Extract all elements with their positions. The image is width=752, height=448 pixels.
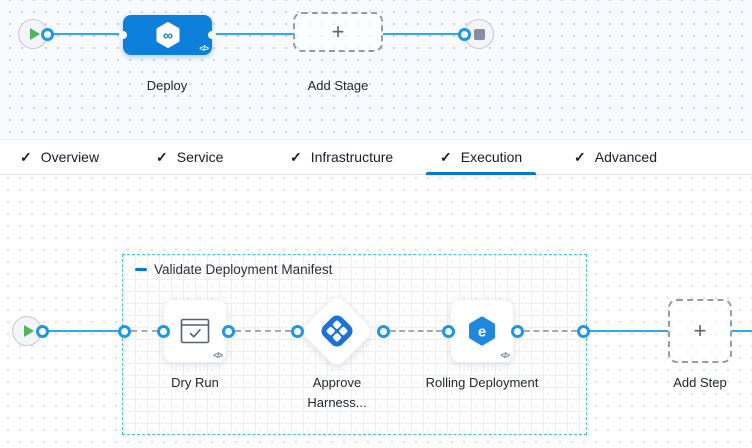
add-step-label: Add Step	[650, 373, 750, 393]
connector-ring[interactable]	[291, 325, 304, 338]
connector-ring[interactable]	[377, 325, 390, 338]
stop-icon	[474, 29, 485, 40]
yaml-code-icon[interactable]: </>	[213, 351, 222, 360]
tab-service[interactable]: ✓ Service	[142, 140, 237, 174]
dashed-connector-line	[235, 330, 291, 332]
stage-label: Deploy	[117, 76, 217, 96]
dashed-connector-line	[390, 330, 442, 332]
connector-line	[383, 33, 464, 35]
tab-infrastructure[interactable]: ✓ Infrastructure	[276, 140, 407, 174]
connector-line	[212, 33, 293, 35]
connector-line	[42, 330, 124, 332]
step-label: Dry Run	[145, 373, 245, 393]
connector-ring[interactable]	[41, 28, 54, 41]
yaml-code-icon[interactable]: </>	[199, 44, 208, 53]
connector-ring[interactable]	[458, 28, 471, 41]
svg-text:e: e	[478, 324, 486, 341]
add-stage-button[interactable]: +	[293, 12, 383, 52]
yaml-code-icon[interactable]: </>	[500, 351, 509, 360]
play-icon	[24, 325, 34, 337]
step-group-header[interactable]: Validate Deployment Manifest	[135, 262, 332, 277]
harness-approval-icon	[316, 310, 358, 352]
edge-connector-dot[interactable]	[119, 31, 127, 39]
check-icon: ✓	[20, 149, 32, 166]
tab-label: Service	[177, 149, 224, 165]
connector-ring[interactable]	[222, 325, 235, 338]
plus-icon: +	[694, 320, 707, 342]
tab-label: Advanced	[595, 149, 657, 165]
svg-text:∞: ∞	[163, 27, 173, 43]
connector-line	[732, 330, 752, 332]
execution-canvas: Validate Deployment Manifest </>	[0, 176, 752, 448]
step-label: Rolling Deployment	[422, 373, 542, 393]
connector-ring[interactable]	[511, 325, 524, 338]
connector-ring[interactable]	[577, 325, 590, 338]
plus-icon: +	[332, 21, 345, 43]
tab-label: Infrastructure	[311, 149, 393, 165]
add-stage-label: Add Stage	[288, 76, 388, 96]
tab-advanced[interactable]: ✓ Advanced	[560, 140, 671, 174]
check-icon: ✓	[290, 149, 302, 166]
add-step-button[interactable]: +	[668, 299, 732, 363]
check-icon: ✓	[440, 149, 452, 166]
dashed-connector-line	[524, 330, 577, 332]
connector-line	[589, 330, 668, 332]
connector-ring[interactable]	[157, 325, 170, 338]
collapse-group-icon[interactable]	[135, 268, 147, 271]
play-icon	[30, 28, 40, 40]
tab-execution[interactable]: ✓ Execution	[426, 140, 536, 174]
tab-label: Execution	[461, 149, 522, 165]
rolling-deployment-icon: e	[467, 316, 497, 346]
connector-line	[47, 33, 123, 35]
tab-label: Overview	[41, 149, 99, 165]
dry-run-window-check-icon	[180, 318, 210, 344]
harness-cd-hexagon-icon: ∞	[154, 21, 182, 49]
dashed-connector-line	[131, 330, 158, 332]
connector-ring[interactable]	[118, 325, 131, 338]
stage-pipeline-canvas: ∞ </> + Deploy Add Stage	[0, 0, 752, 139]
step-label: Approve Harness...	[287, 373, 387, 413]
step-group-title: Validate Deployment Manifest	[154, 262, 332, 277]
edge-connector-dot[interactable]	[208, 31, 216, 39]
step-node-dry-run[interactable]: </>	[163, 299, 227, 363]
step-node-rolling-deployment[interactable]: e </>	[450, 299, 514, 363]
tab-overview[interactable]: ✓ Overview	[6, 140, 113, 174]
check-icon: ✓	[574, 149, 586, 166]
deploy-stage-node[interactable]: ∞ </>	[123, 15, 212, 55]
check-icon: ✓	[156, 149, 168, 166]
connector-ring[interactable]	[442, 325, 455, 338]
connector-ring[interactable]	[36, 325, 49, 338]
stage-config-tabbar: ✓ Overview ✓ Service ✓ Infrastructure ✓ …	[0, 139, 752, 175]
